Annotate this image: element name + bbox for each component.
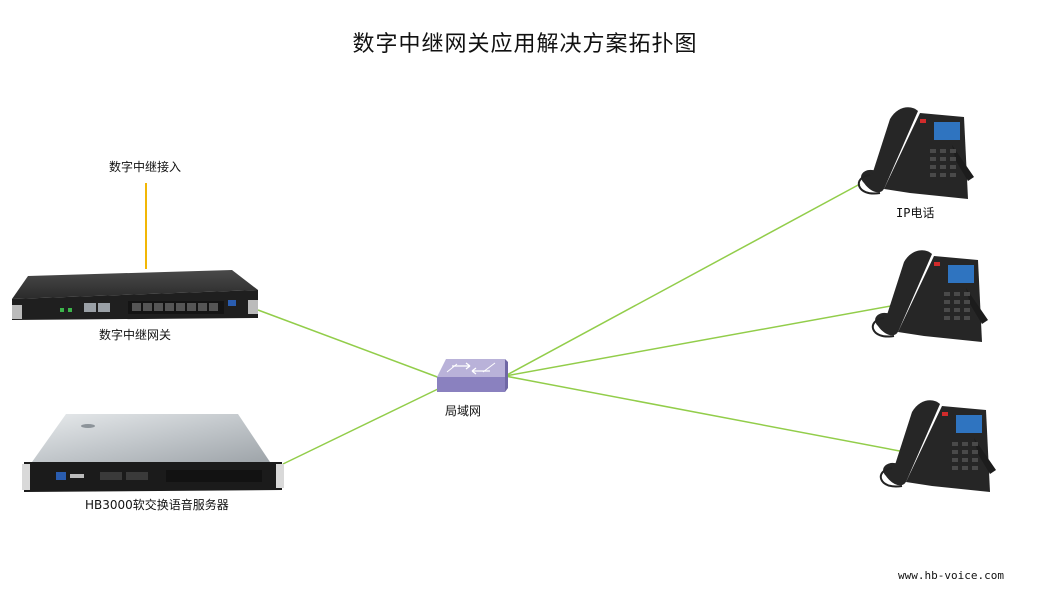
ip-phone-label: IP电话 xyxy=(896,206,935,220)
ip-phone-icon xyxy=(879,400,996,492)
gateway-label: 数字中继网关 xyxy=(99,328,172,342)
ip-phone-icon xyxy=(857,107,974,199)
network-switch-icon xyxy=(437,359,508,392)
link-server-lan xyxy=(282,387,441,465)
server-label: HB3000软交换语音服务器 xyxy=(85,498,229,512)
footer-url: www.hb-voice.com xyxy=(898,569,1004,582)
link-lan-phone-3 xyxy=(504,375,906,453)
rack-gateway-icon xyxy=(12,270,258,320)
trunk-label: 数字中继接入 xyxy=(109,160,182,174)
link-lan-phone-1 xyxy=(504,183,861,377)
ip-phone-icon xyxy=(871,250,988,342)
link-lan-phone-2 xyxy=(504,304,897,377)
link-gateway-lan xyxy=(257,309,441,379)
page-title: 数字中继网关应用解决方案拓扑图 xyxy=(352,32,698,57)
rack-server-icon xyxy=(22,414,284,492)
lan-label: 局域网 xyxy=(445,404,482,418)
